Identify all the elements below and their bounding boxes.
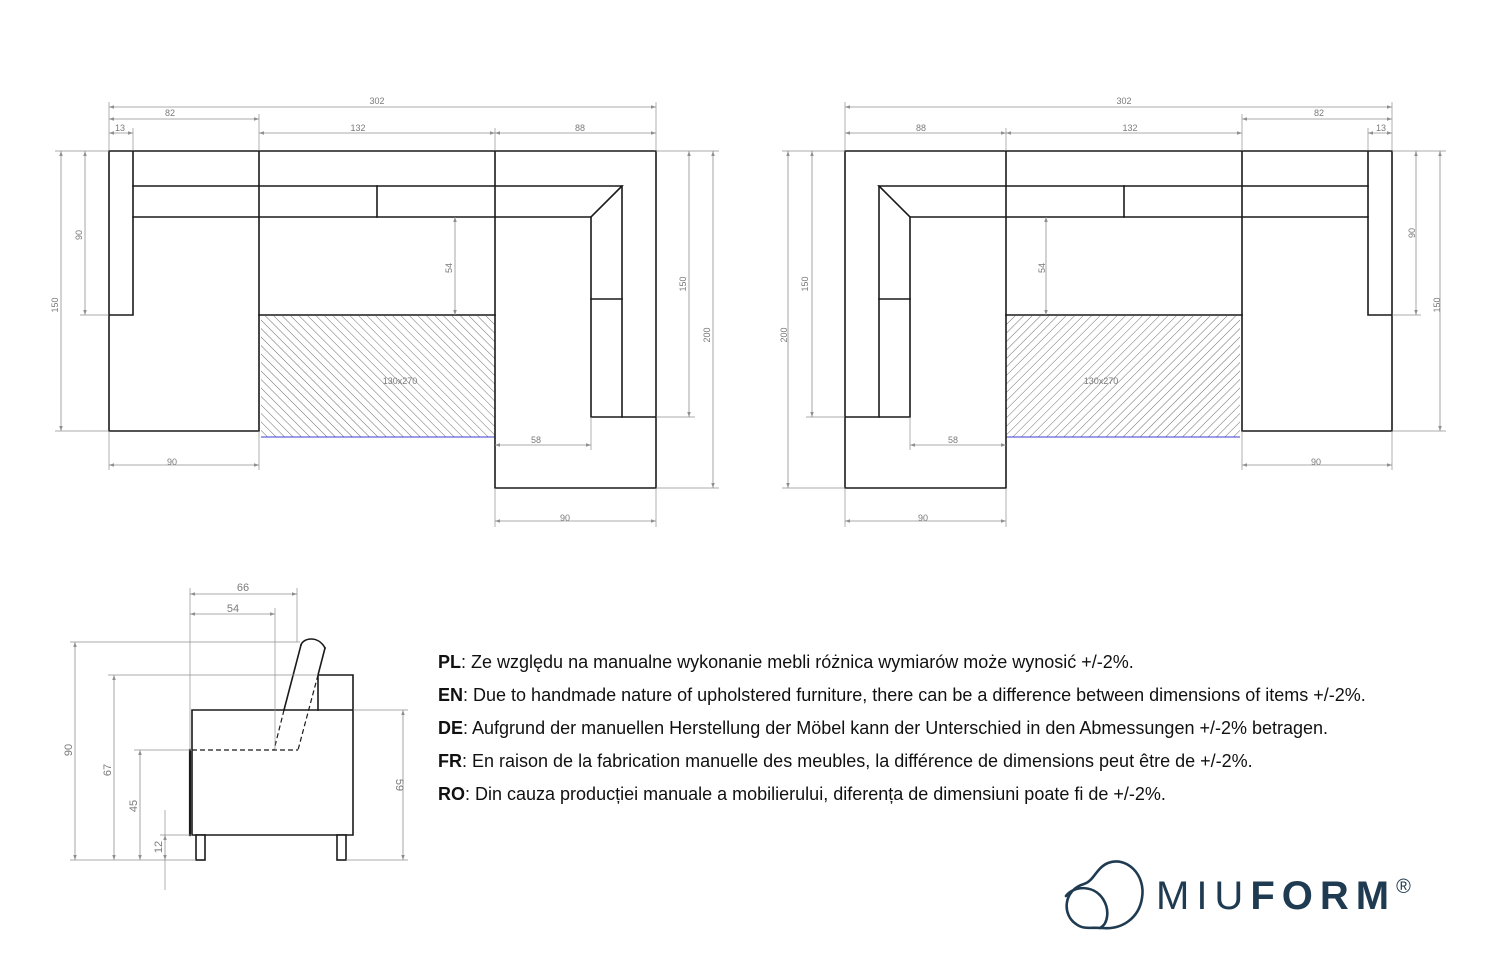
note-text: : Due to handmade nature of upholstered … — [463, 685, 1366, 705]
label-leg-height: 12 — [153, 841, 165, 853]
backrest-hidden-rear — [297, 674, 319, 751]
label-left-chaise-width: 90 — [918, 513, 928, 523]
sofa-side-profile: 66 54 90 67 45 12 59 — [63, 582, 408, 890]
sofa-plan-right-variant — [782, 102, 1446, 527]
label-right-back-depth: 90 — [1407, 228, 1417, 238]
label-middle-section: 132 — [1122, 123, 1137, 133]
label-left-backrest: 13 — [115, 123, 125, 133]
label-right-section-width: 88 — [575, 123, 585, 133]
profile-dimension-lines — [70, 588, 408, 890]
note-text: : En raison de la fabrication manuelle d… — [462, 751, 1253, 771]
label-seat-height: 45 — [128, 800, 140, 812]
label-middle-seat-depth: 54 — [1037, 263, 1047, 273]
note-text: : Ze względu na manualne wykonanie mebli… — [461, 652, 1134, 672]
label-body-height: 59 — [393, 779, 405, 791]
profile-outline — [188, 638, 354, 861]
logo-wordmark: MIUFORM® — [1156, 872, 1411, 927]
rear-leg — [336, 834, 347, 861]
plan-dimension-lines — [55, 102, 719, 527]
backrest-rear-edge — [317, 647, 326, 676]
label-sleeping-area: 130x270 — [1084, 376, 1119, 386]
body-box — [191, 709, 354, 836]
label-seat-depth: 54 — [227, 603, 239, 615]
label-overall-width: 302 — [369, 96, 384, 106]
sleeping-area — [261, 316, 495, 438]
sofa-plan-left-variant — [55, 102, 719, 527]
note-lang: PL — [438, 652, 462, 672]
label-left-section-width: 82 — [165, 108, 175, 118]
profile-labels: 66 54 90 67 45 12 59 — [63, 582, 405, 853]
plan-left-labels: 302 82 13 132 88 150 90 54 150 200 90 58… — [50, 96, 712, 523]
brand-logo: MIUFORM® — [1060, 852, 1460, 938]
note-lang: RO — [438, 784, 465, 804]
label-left-chaise-width: 90 — [167, 457, 177, 467]
label-total-height: 90 — [63, 744, 75, 756]
label-left-inner-depth: 150 — [800, 276, 810, 291]
label-middle-seat-depth: 54 — [444, 263, 454, 273]
front-leg — [195, 834, 206, 861]
label-right-section-width: 82 — [1314, 108, 1324, 118]
label-overall-width: 302 — [1116, 96, 1131, 106]
tolerance-notes: PL: Ze względu na manualne wykonanie meb… — [438, 646, 1366, 811]
label-left-seat-width: 58 — [948, 435, 958, 445]
label-left-back-depth: 90 — [74, 230, 84, 240]
label-right-backrest: 13 — [1376, 123, 1386, 133]
plan-right-labels: 302 88 132 82 13 200 150 54 90 150 58 90… — [779, 96, 1442, 523]
note-text: : Aufgrund der manuellen Herstellung der… — [463, 718, 1329, 738]
label-armrest-height: 67 — [102, 764, 114, 776]
label-sleeping-area: 130x270 — [383, 376, 418, 386]
back-cushion-box — [317, 674, 354, 711]
backrest-front-edge — [283, 644, 302, 711]
sleeping-area-hatch — [261, 316, 495, 437]
note-fr: FR: En raison de la fabrication manuelle… — [438, 745, 1366, 778]
registered-mark: ® — [1396, 876, 1411, 898]
label-total-depth: 66 — [237, 582, 249, 594]
bean-shape-icon — [1064, 860, 1144, 930]
label-right-chaise-width: 90 — [560, 513, 570, 523]
note-ro: RO: Din cauza producției manuale a mobil… — [438, 778, 1366, 811]
label-left-total-depth: 200 — [779, 327, 789, 342]
note-lang: FR — [438, 751, 462, 771]
backrest-hidden-front — [273, 709, 285, 751]
right-backrest-inner-line — [590, 216, 657, 418]
label-right-depth: 150 — [1432, 297, 1442, 312]
label-right-inner-depth: 150 — [678, 276, 688, 291]
note-lang: EN — [438, 685, 464, 705]
backrest-top-cap — [300, 638, 327, 650]
wordmark-bold: FORM — [1250, 874, 1397, 918]
label-right-total-depth: 200 — [702, 327, 712, 342]
label-middle-section: 132 — [350, 123, 365, 133]
wordmark-light: MIU — [1156, 874, 1251, 918]
note-de: DE: Aufgrund der manuellen Herstellung d… — [438, 712, 1366, 745]
note-lang: DE — [438, 718, 464, 738]
left-backrest-strip — [108, 150, 134, 316]
label-left-depth: 150 — [50, 297, 60, 312]
note-pl: PL: Ze względu na manualne wykonanie meb… — [438, 646, 1366, 679]
label-right-chaise-width: 90 — [1311, 457, 1321, 467]
label-left-section-width: 88 — [916, 123, 926, 133]
note-text: : Din cauza producției manuale a mobilie… — [465, 784, 1166, 804]
label-right-seat-width: 58 — [531, 435, 541, 445]
note-en: EN: Due to handmade nature of upholstere… — [438, 679, 1366, 712]
